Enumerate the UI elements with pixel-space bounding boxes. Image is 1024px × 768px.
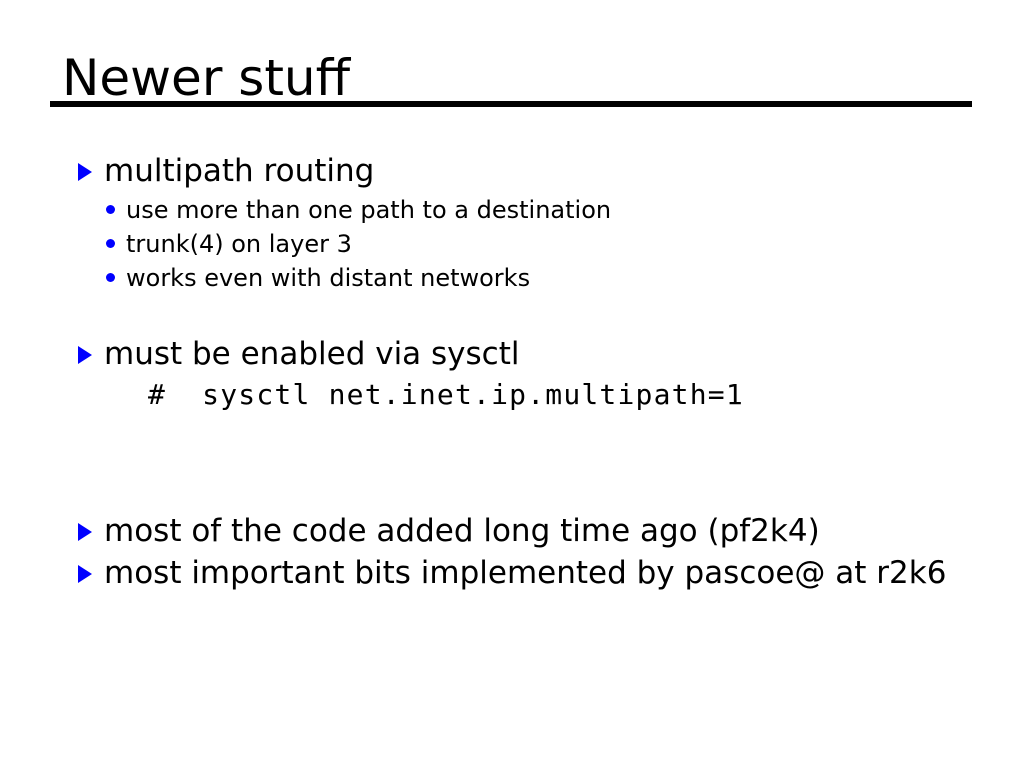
bullet-label: most of the code added long time ago (pf… [104,513,820,549]
dot-bullet-icon [104,262,126,292]
subbullet-label: trunk(4) on layer 3 [126,230,352,258]
page-title: Newer stuff [62,49,351,107]
subbullet-label: works even with distant networks [126,264,531,292]
subbullet-works-with-distant-networks: works even with distant networks [104,262,964,294]
triangle-bullet-icon [74,552,104,590]
bullet-label: most important bits implemented by pasco… [104,555,947,591]
dot-bullet-icon [104,194,126,224]
bullet-must-be-enabled-via-sysctl: must be enabled via sysctl [74,333,974,375]
sysctl-command-line: # sysctl net.inet.ip.multipath=1 [148,378,744,411]
bullet-label: must be enabled via sysctl [104,336,520,372]
bullet-multipath-routing: multipath routing [74,150,974,192]
triangle-bullet-icon [74,150,104,188]
bullet-label: multipath routing [104,153,375,189]
bullet-most-important-bits: most important bits implemented by pasco… [74,552,974,594]
title-underline-rule [50,101,972,107]
triangle-bullet-icon [74,333,104,371]
dot-bullet-icon [104,228,126,258]
bullet-most-of-the-code-added: most of the code added long time ago (pf… [74,510,974,552]
subbullet-use-more-than-one-path: use more than one path to a destination [104,194,964,226]
triangle-bullet-icon [74,510,104,548]
subbullet-trunk4-on-layer-3: trunk(4) on layer 3 [104,228,964,260]
subbullet-label: use more than one path to a destination [126,196,612,224]
